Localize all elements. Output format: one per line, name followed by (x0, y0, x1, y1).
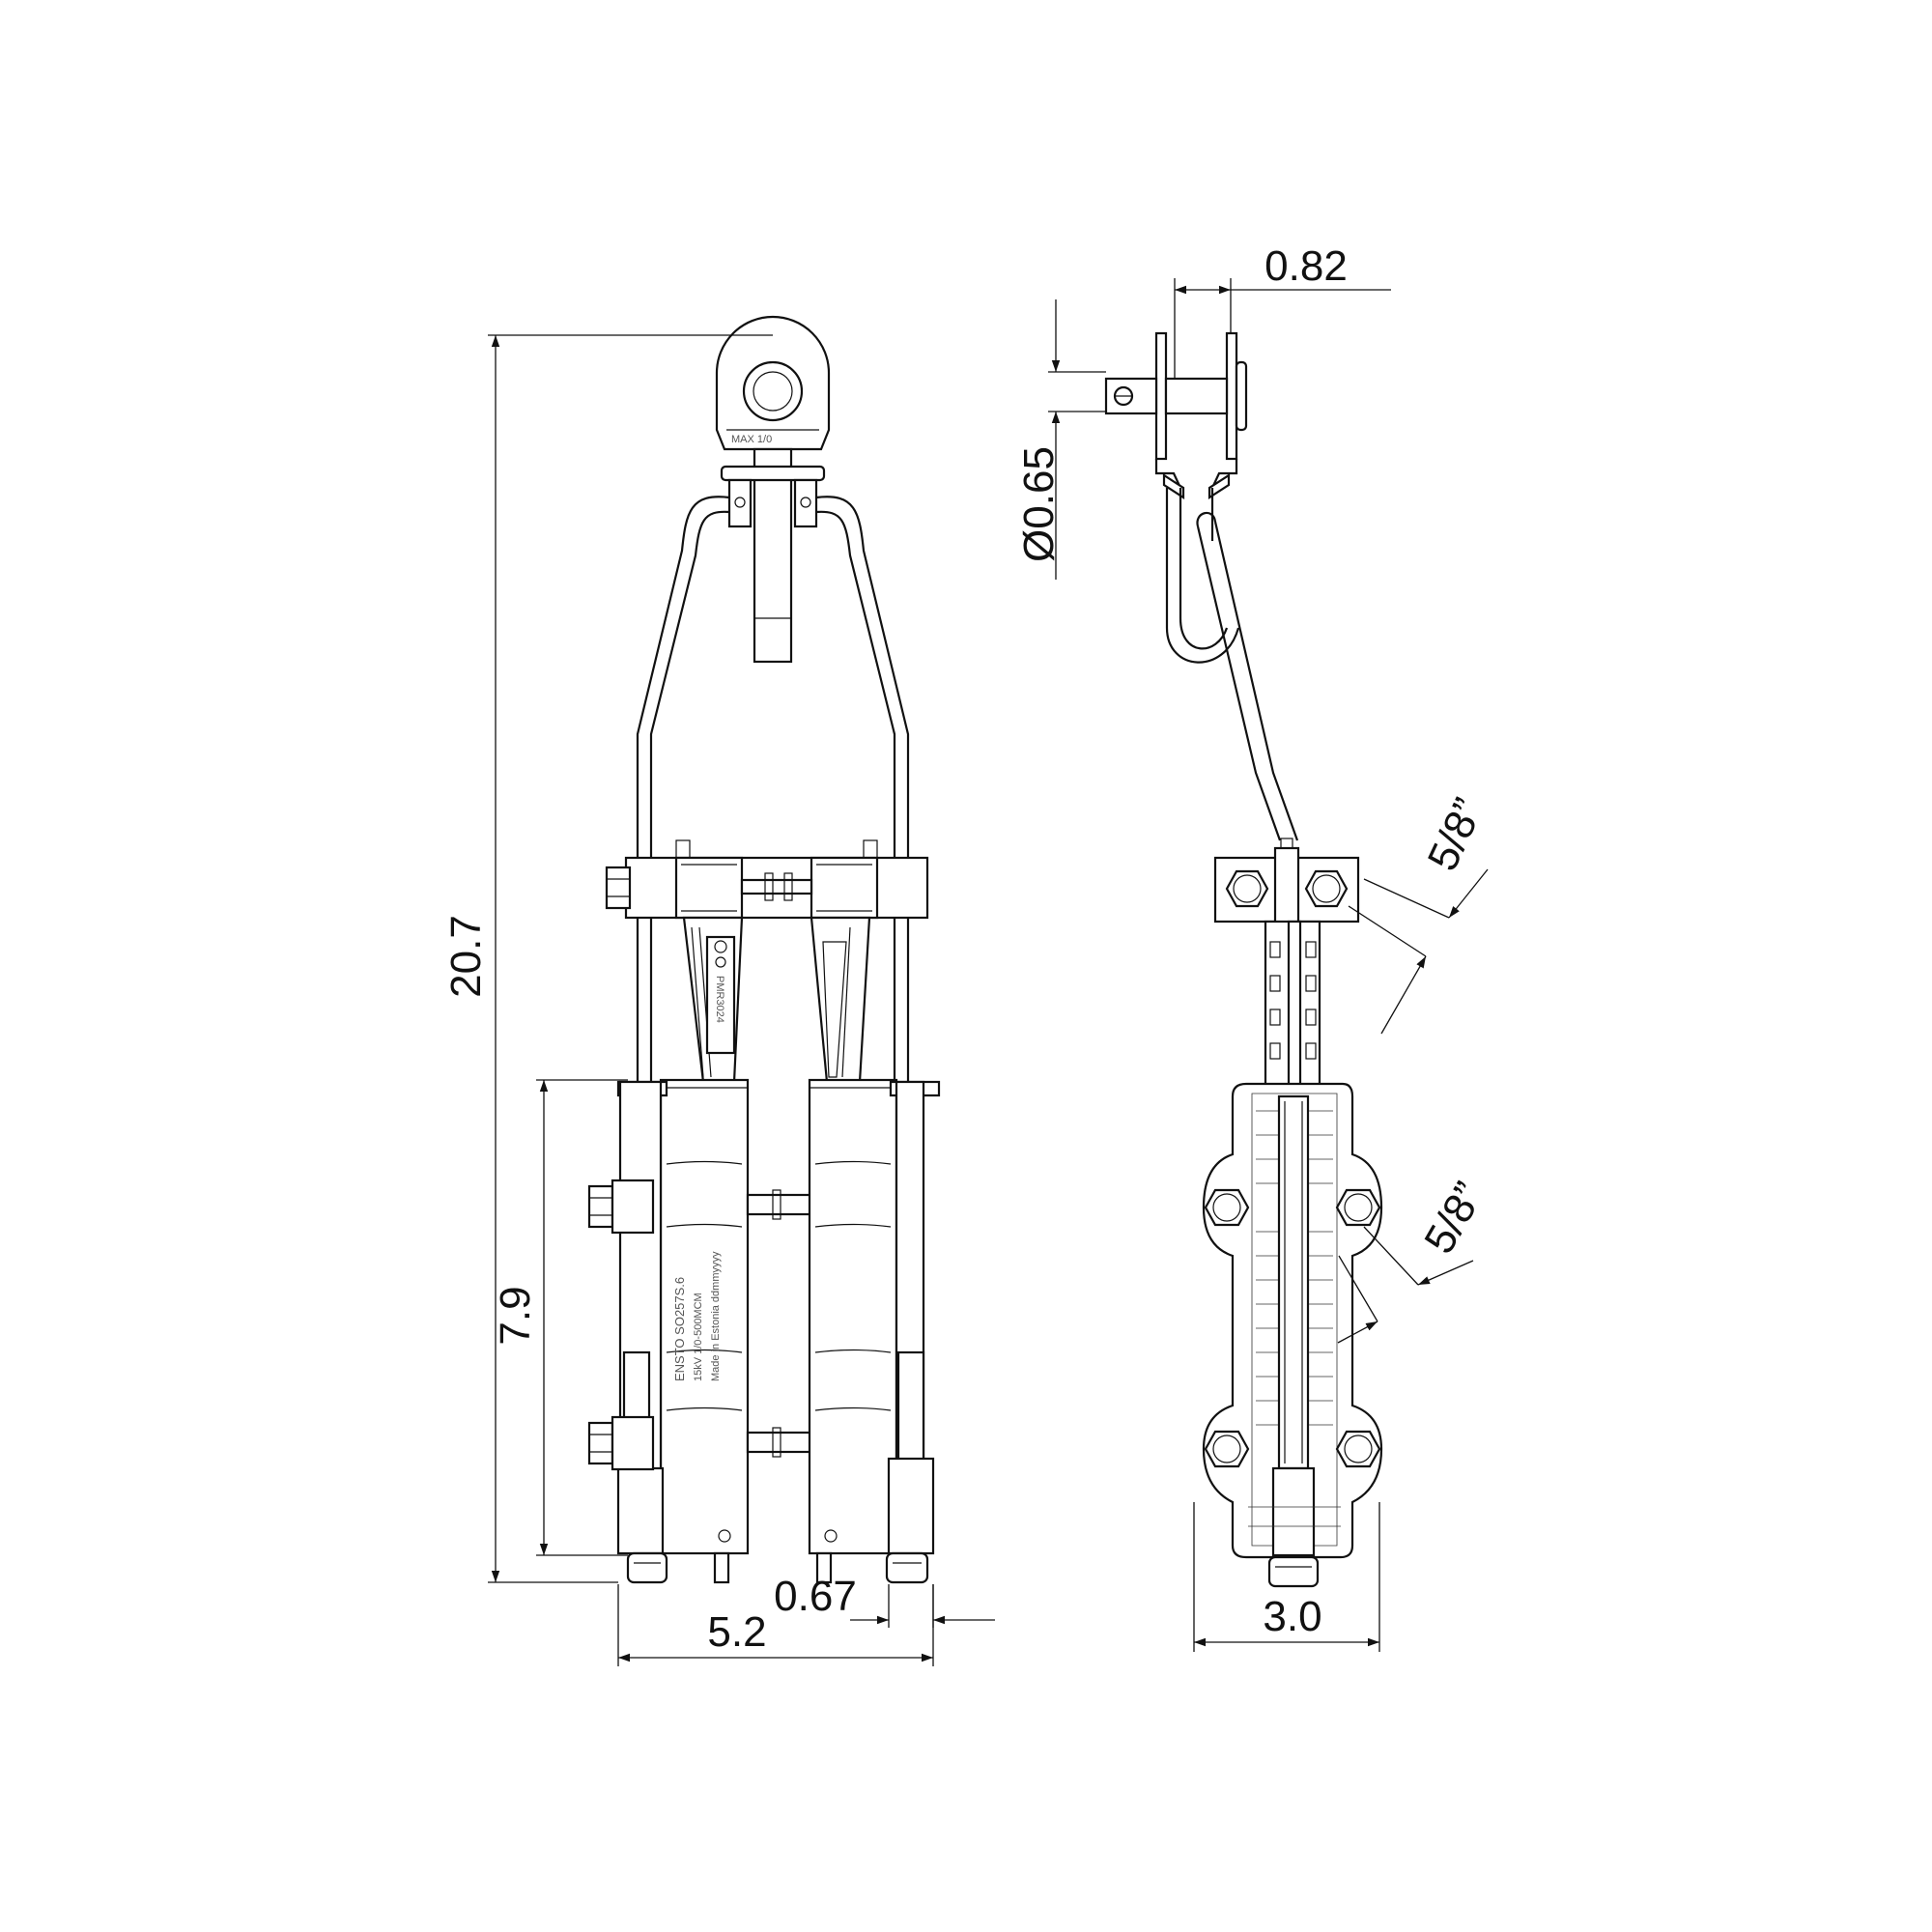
dim-label-bolt-offset: 0.67 (774, 1573, 857, 1620)
upper-clamp (605, 839, 929, 920)
body-engraving-origin: Made in Estonia ddmmyyyy (710, 1251, 722, 1381)
side-view (1104, 331, 1383, 1588)
dimensions: 20.7 7.9 5.2 0.67 0.82 (442, 242, 1493, 1666)
right-bolt-column (885, 1080, 935, 1584)
side-rail (1264, 920, 1321, 1088)
front-view: MAX 1/0 (587, 315, 941, 1584)
dim-side-width: 3.0 (1193, 1502, 1380, 1652)
lifting-eye: MAX 1/0 (715, 315, 831, 664)
left-wedge: PMR3024 (682, 916, 744, 1084)
side-bail-loop (1179, 488, 1229, 650)
dim-eye-width: 0.82 (1174, 242, 1391, 379)
dim-label-eye-diameter: Ø0.65 (1015, 446, 1063, 562)
dim-label-bolt-size-top: 5/8” (1419, 791, 1492, 877)
right-body (808, 1078, 941, 1584)
dim-eye-diameter: Ø0.65 (1015, 299, 1106, 580)
body-engraving-model: ENSTO SO257S.6 (672, 1277, 687, 1381)
dim-label-eye-width: 0.82 (1264, 242, 1348, 290)
cross-rods (746, 1189, 813, 1458)
dim-label-overall-width: 5.2 (707, 1608, 766, 1656)
left-side-bolts (587, 1179, 655, 1471)
wedge-engraving: PMR3024 (714, 976, 725, 1023)
dim-bolt-offset: 0.67 (774, 1573, 995, 1628)
dim-label-side-width: 3.0 (1263, 1593, 1321, 1640)
body-engraving-rating: 15kV 1/0-500MCM (693, 1293, 704, 1381)
side-body (1202, 1082, 1383, 1588)
dim-label-body-height: 7.9 (492, 1286, 539, 1345)
side-upper-clamp (1213, 838, 1360, 929)
eye-engraving: MAX 1/0 (731, 434, 772, 445)
side-body-bolts (1204, 1188, 1381, 1468)
dim-label-overall-height: 20.7 (442, 915, 490, 998)
side-eye (1104, 331, 1248, 500)
dim-label-bolt-size-bottom: 5/8” (1415, 1175, 1492, 1262)
left-bolt-column (616, 1080, 668, 1584)
dim-bolt-size-top: 5/8” (1348, 791, 1492, 1035)
side-bail-arm (1196, 511, 1299, 841)
dim-overall-height: 20.7 (442, 334, 773, 1583)
dim-body-height: 7.9 (492, 1079, 628, 1556)
left-body: ENSTO SO257S.6 15kV 1/0-500MCM Made in E… (616, 1078, 750, 1584)
bail-wire (636, 496, 910, 860)
right-wedge (810, 916, 871, 1084)
